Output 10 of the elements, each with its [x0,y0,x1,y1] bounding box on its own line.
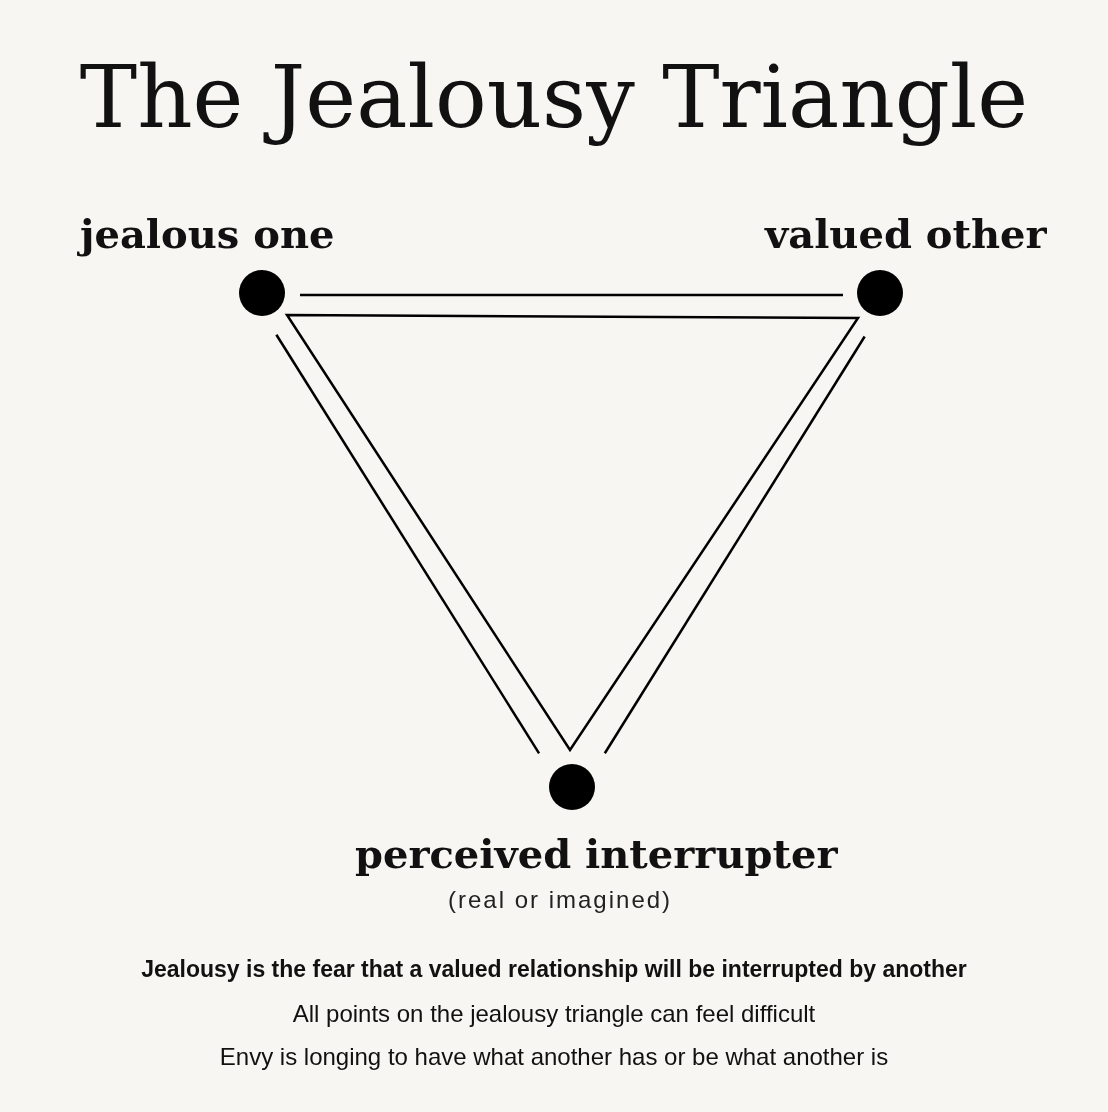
note-text: Jealousy is the fear that a valued relationship will be interrupted by another [140,956,968,983]
connector-line [275,334,541,754]
connector-line [300,293,843,297]
note-text: All points on the jealousy triangle can feel difficult [291,1000,817,1028]
title: The Jealousy Triangle [78,50,1030,145]
note-text: Envy is longing to have what another has or be what another is [218,1043,890,1071]
node-sublabel: (real or imagined) [448,886,673,914]
node-label: valued other [765,212,1047,256]
node-label: perceived interrupter [355,832,838,876]
connector-line [603,335,866,754]
